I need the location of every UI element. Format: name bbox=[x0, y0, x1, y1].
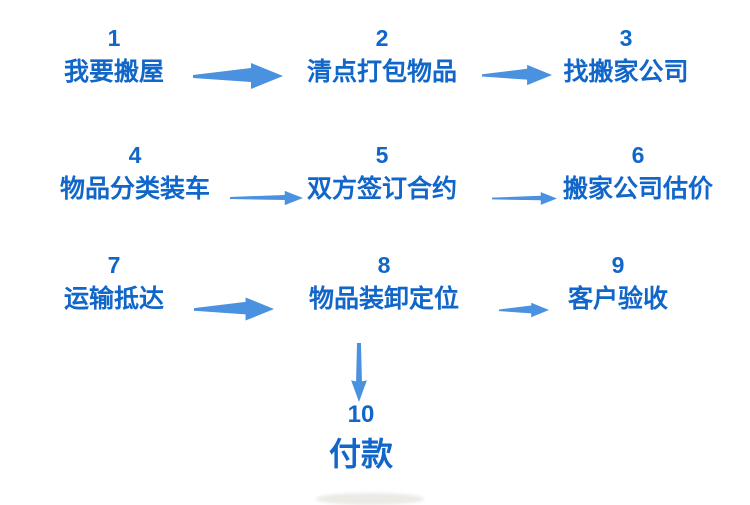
step-1-label: 我要搬屋 bbox=[63, 58, 165, 86]
step-9-label: 客户验收 bbox=[567, 285, 669, 313]
step-4: 4 物品分类装车 bbox=[60, 144, 210, 202]
step-7-number: 7 bbox=[107, 252, 121, 278]
step-2: 2 清点打包物品 bbox=[307, 27, 457, 85]
step-9-number: 9 bbox=[611, 252, 625, 278]
step-10: 10 付款 bbox=[328, 401, 394, 472]
arrow-8-to-9-icon bbox=[499, 300, 549, 320]
step-8-number: 8 bbox=[377, 252, 391, 278]
step-5-number: 5 bbox=[375, 142, 389, 168]
step-10-label: 付款 bbox=[328, 436, 394, 472]
step-5-label: 双方签订合约 bbox=[306, 175, 458, 203]
arrow-4-to-5-icon bbox=[230, 188, 303, 208]
cutoff-artifact bbox=[316, 493, 424, 505]
step-1-number: 1 bbox=[107, 25, 121, 51]
step-3: 3 找搬家公司 bbox=[563, 27, 688, 85]
step-3-number: 3 bbox=[619, 25, 633, 51]
step-6-label: 搬家公司估价 bbox=[562, 175, 714, 203]
step-2-number: 2 bbox=[375, 25, 389, 51]
step-3-label: 找搬家公司 bbox=[563, 58, 689, 86]
step-9: 9 客户验收 bbox=[568, 254, 668, 312]
step-6: 6 搬家公司估价 bbox=[563, 144, 713, 202]
arrow-2-to-3-icon bbox=[482, 62, 552, 88]
step-7: 7 运输抵达 bbox=[64, 254, 164, 312]
step-8-label: 物品装卸定位 bbox=[308, 285, 460, 313]
step-4-label: 物品分类装车 bbox=[59, 175, 211, 203]
step-1: 1 我要搬屋 bbox=[64, 27, 164, 85]
step-10-number: 10 bbox=[347, 401, 375, 428]
step-7-label: 运输抵达 bbox=[63, 285, 165, 313]
step-4-number: 4 bbox=[128, 142, 142, 168]
arrow-5-to-6-icon bbox=[492, 190, 557, 207]
step-6-number: 6 bbox=[631, 142, 645, 168]
arrow-1-to-2-icon bbox=[193, 61, 283, 91]
step-2-label: 清点打包物品 bbox=[306, 58, 458, 86]
step-5: 5 双方签订合约 bbox=[307, 144, 457, 202]
arrow-7-to-8-icon bbox=[194, 295, 274, 323]
step-8: 8 物品装卸定位 bbox=[309, 254, 459, 312]
arrow-8-to-10-icon bbox=[348, 343, 370, 402]
